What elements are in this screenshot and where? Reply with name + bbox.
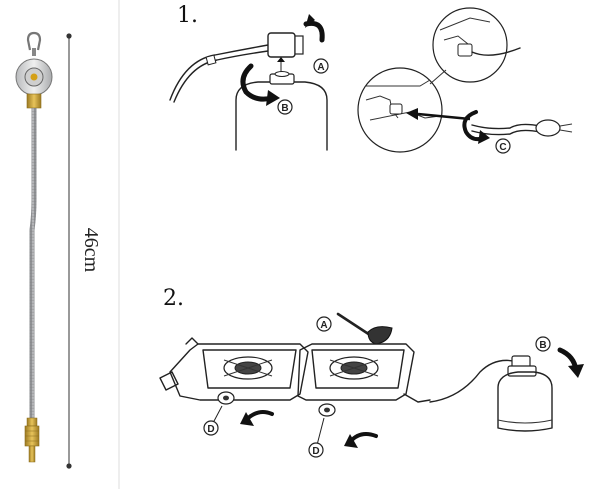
- step2-tool: [336, 312, 393, 345]
- svg-text:A: A: [317, 62, 324, 73]
- step2-callout-b: B: [535, 336, 551, 352]
- svg-text:D: D: [312, 446, 319, 457]
- right-knob-turn-arrow: [348, 432, 378, 444]
- step1-connector-detail: [357, 7, 573, 153]
- svg-text:A: A: [320, 320, 327, 331]
- brass-end-fitting: [24, 417, 40, 463]
- step-2-number: 2.: [163, 286, 184, 311]
- step1-canister-connection: [169, 14, 328, 151]
- step1-callout-c: C: [495, 138, 511, 154]
- hose-product-panel: 46cm: [15, 0, 120, 489]
- step-1-number: 1.: [177, 3, 198, 28]
- carabiner-hook: [26, 31, 42, 56]
- length-label: 46cm: [80, 228, 102, 273]
- step2-callout-d-right: D: [308, 417, 325, 458]
- svg-text:C: C: [499, 142, 506, 153]
- dimension-line: [66, 33, 72, 469]
- step1-callout-b: B: [277, 99, 293, 115]
- left-knob-turn-arrow: [244, 410, 274, 422]
- regulator-valve: [15, 58, 53, 109]
- step2-callout-a: A: [316, 316, 332, 332]
- step1-callout-a: A: [313, 58, 329, 74]
- svg-text:B: B: [281, 103, 288, 114]
- hose-valve-nut: [267, 32, 296, 58]
- svg-text:D: D: [207, 424, 214, 435]
- step2-callout-d-left: D: [203, 405, 223, 436]
- step2-double-stove: [159, 337, 431, 417]
- svg-text:B: B: [539, 340, 546, 351]
- step2-gas-canister: [497, 355, 553, 432]
- step2-hose: [429, 359, 519, 403]
- braided-hose: [29, 108, 37, 420]
